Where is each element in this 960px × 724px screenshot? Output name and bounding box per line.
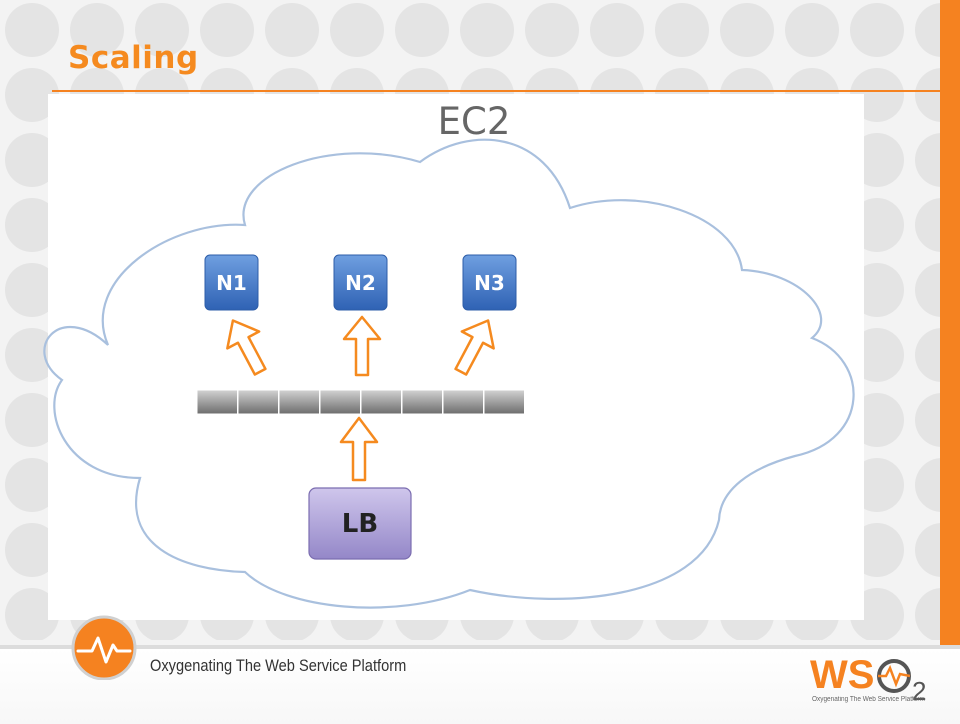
background-circle <box>5 3 59 57</box>
node-n2: N2 <box>333 254 388 311</box>
background-circle <box>850 3 904 57</box>
background-circle <box>395 3 449 57</box>
background-circle <box>265 3 319 57</box>
background-circle <box>525 3 579 57</box>
arrow-to-n1 <box>226 319 267 376</box>
background-circle <box>785 3 839 57</box>
node-n3: N3 <box>462 254 517 311</box>
background-circle <box>5 523 59 577</box>
background-circle <box>5 263 59 317</box>
background-circle <box>70 3 124 57</box>
arrow-lb-to-queue <box>339 416 379 482</box>
accent-sidebar-bar <box>940 0 960 650</box>
node-n2-label: N2 <box>345 271 376 295</box>
background-circle <box>5 198 59 252</box>
node-n1-label: N1 <box>216 271 247 295</box>
node-n3-label: N3 <box>474 271 505 295</box>
arrow-to-n2 <box>342 315 382 377</box>
queue-segment <box>237 389 279 415</box>
wso2-logo-o: O <box>808 650 809 651</box>
background-circle <box>330 3 384 57</box>
queue-segment <box>319 389 361 415</box>
queue-segment <box>360 389 402 415</box>
wso2-logo-tagline: Oxygenating The Web Service Platform <box>812 696 925 703</box>
background-circle <box>590 3 644 57</box>
background-circle <box>135 3 189 57</box>
background-circle <box>5 393 59 447</box>
background-circle <box>5 133 59 187</box>
background-circle <box>460 3 514 57</box>
wso2-logo-o-pulse <box>878 664 911 688</box>
queue-segment <box>442 389 484 415</box>
background-circle <box>720 3 774 57</box>
background-circle <box>5 458 59 512</box>
slide-title: Scaling <box>68 40 199 76</box>
wso2-swirl-logo-icon <box>71 615 137 680</box>
background-circle <box>5 588 59 640</box>
queue-segment <box>196 389 238 415</box>
background-circle <box>655 3 709 57</box>
footer-band <box>0 645 960 724</box>
cloud-label: EC2 <box>438 100 511 143</box>
node-n1: N1 <box>204 254 259 311</box>
background-circle <box>200 3 254 57</box>
queue-segment <box>401 389 443 415</box>
title-divider <box>52 90 942 92</box>
load-balancer-label: LB <box>342 509 378 539</box>
load-balancer: LB <box>308 487 412 560</box>
wso2-logo-ws: WS <box>810 653 874 697</box>
arrow-to-n3 <box>454 319 495 376</box>
ec2-cloud <box>43 138 855 609</box>
footer-tagline: Oxygenating The Web Service Platform <box>150 656 407 675</box>
wso2-logo: WS O 2 <box>808 650 926 706</box>
message-queue <box>196 389 525 415</box>
queue-segment <box>483 389 525 415</box>
background-circle <box>5 68 59 122</box>
wso2-logo-2: 2 <box>912 676 926 706</box>
queue-segment <box>278 389 320 415</box>
content-panel <box>48 94 864 620</box>
